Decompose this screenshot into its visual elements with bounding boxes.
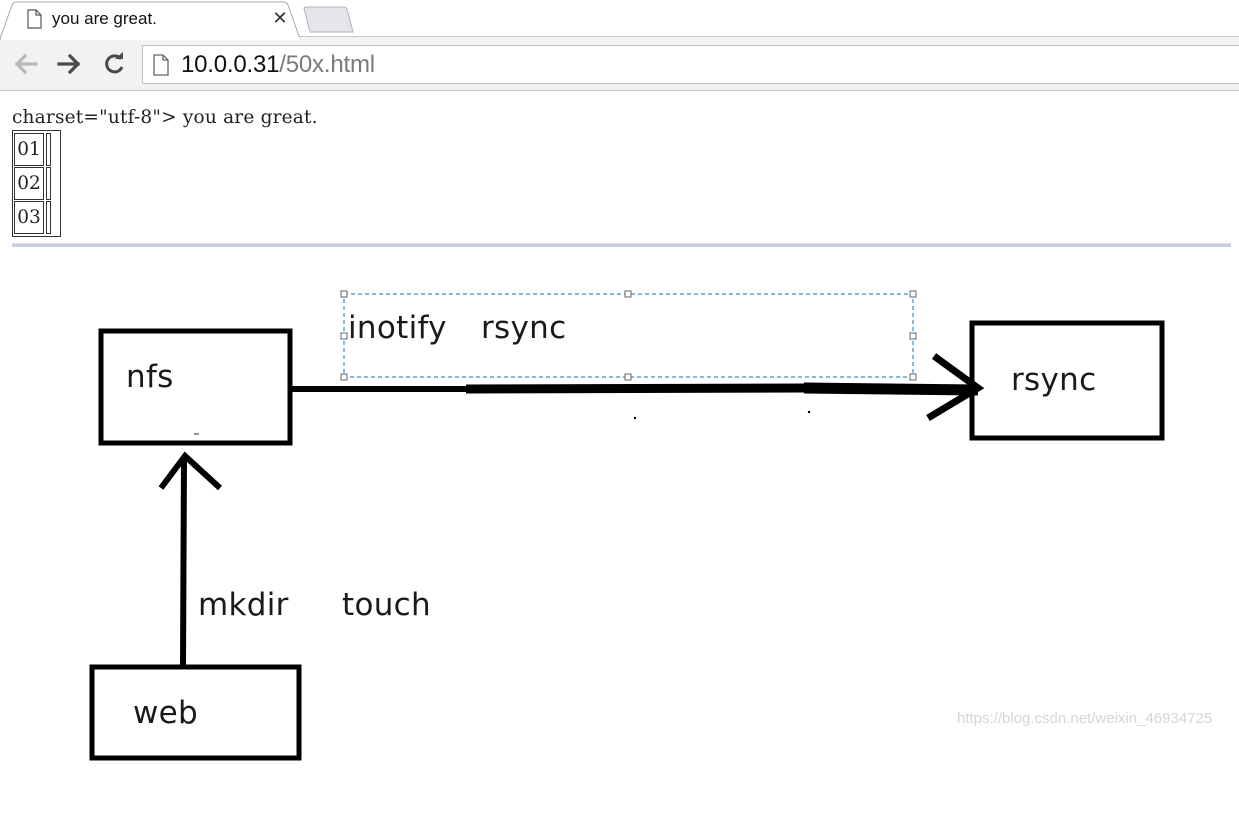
empty-cell <box>46 167 51 200</box>
arrow-nfs-to-rsync <box>292 353 985 422</box>
page-content: charset="utf-8"> you are great. 01 02 03 <box>0 91 1239 830</box>
empty-cell <box>46 201 51 234</box>
diagram-drawing <box>89 290 1165 761</box>
tab-strip-baseline <box>0 36 1239 41</box>
document-icon <box>153 54 169 76</box>
empty-cell <box>46 133 51 166</box>
table-row: 03 <box>14 201 59 234</box>
nfs-box <box>98 328 293 446</box>
web-box <box>89 664 302 761</box>
table-row: 01 <box>14 133 59 166</box>
table-row: 02 <box>14 167 59 200</box>
arrow-web-to-nfs <box>158 451 223 666</box>
address-bar[interactable]: 10.0.0.31/50x.html <box>142 45 1239 84</box>
watermark-text: https://blog.csdn.net/weixin_46934725 <box>957 710 1213 727</box>
reload-icon[interactable] <box>100 50 128 78</box>
browser-toolbar: 10.0.0.31/50x.html <box>0 40 1239 91</box>
tab-strip: you are great. ✕ <box>0 0 1239 41</box>
close-tab-icon[interactable]: ✕ <box>272 8 288 28</box>
diagram-image: nfs rsync web inotify rsync mkdir touch <box>0 91 1239 830</box>
html-table: 01 02 03 <box>12 130 61 237</box>
forward-arrow-icon[interactable] <box>55 50 83 78</box>
table-cell: 03 <box>14 201 44 234</box>
back-arrow-icon[interactable] <box>12 50 40 78</box>
text-selection-frame <box>340 290 917 381</box>
page-icon <box>27 9 42 29</box>
new-tab-button[interactable] <box>300 6 356 33</box>
page-text-line: charset="utf-8"> you are great. <box>12 107 318 128</box>
web-label: web <box>133 695 199 731</box>
touch-label: touch <box>342 587 431 623</box>
horizontal-rule <box>12 243 1231 247</box>
url-host: 10.0.0.31 <box>181 51 280 78</box>
mkdir-label: mkdir <box>198 587 289 623</box>
table-cell: 02 <box>14 167 44 200</box>
rsync-box-label: rsync <box>1011 362 1097 398</box>
rsync-arrow-label: rsync <box>481 310 567 346</box>
url-path: /50x.html <box>279 51 375 78</box>
tab-shape <box>0 1 301 40</box>
tab-title: you are great. <box>52 9 157 28</box>
browser-tab[interactable]: you are great. ✕ <box>0 1 301 40</box>
new-tab-shape <box>303 6 354 33</box>
url-text: 10.0.0.31/50x.html <box>181 51 375 79</box>
inotify-label: inotify <box>348 310 447 346</box>
table-cell: 01 <box>14 133 44 166</box>
nfs-label: nfs <box>126 359 174 395</box>
